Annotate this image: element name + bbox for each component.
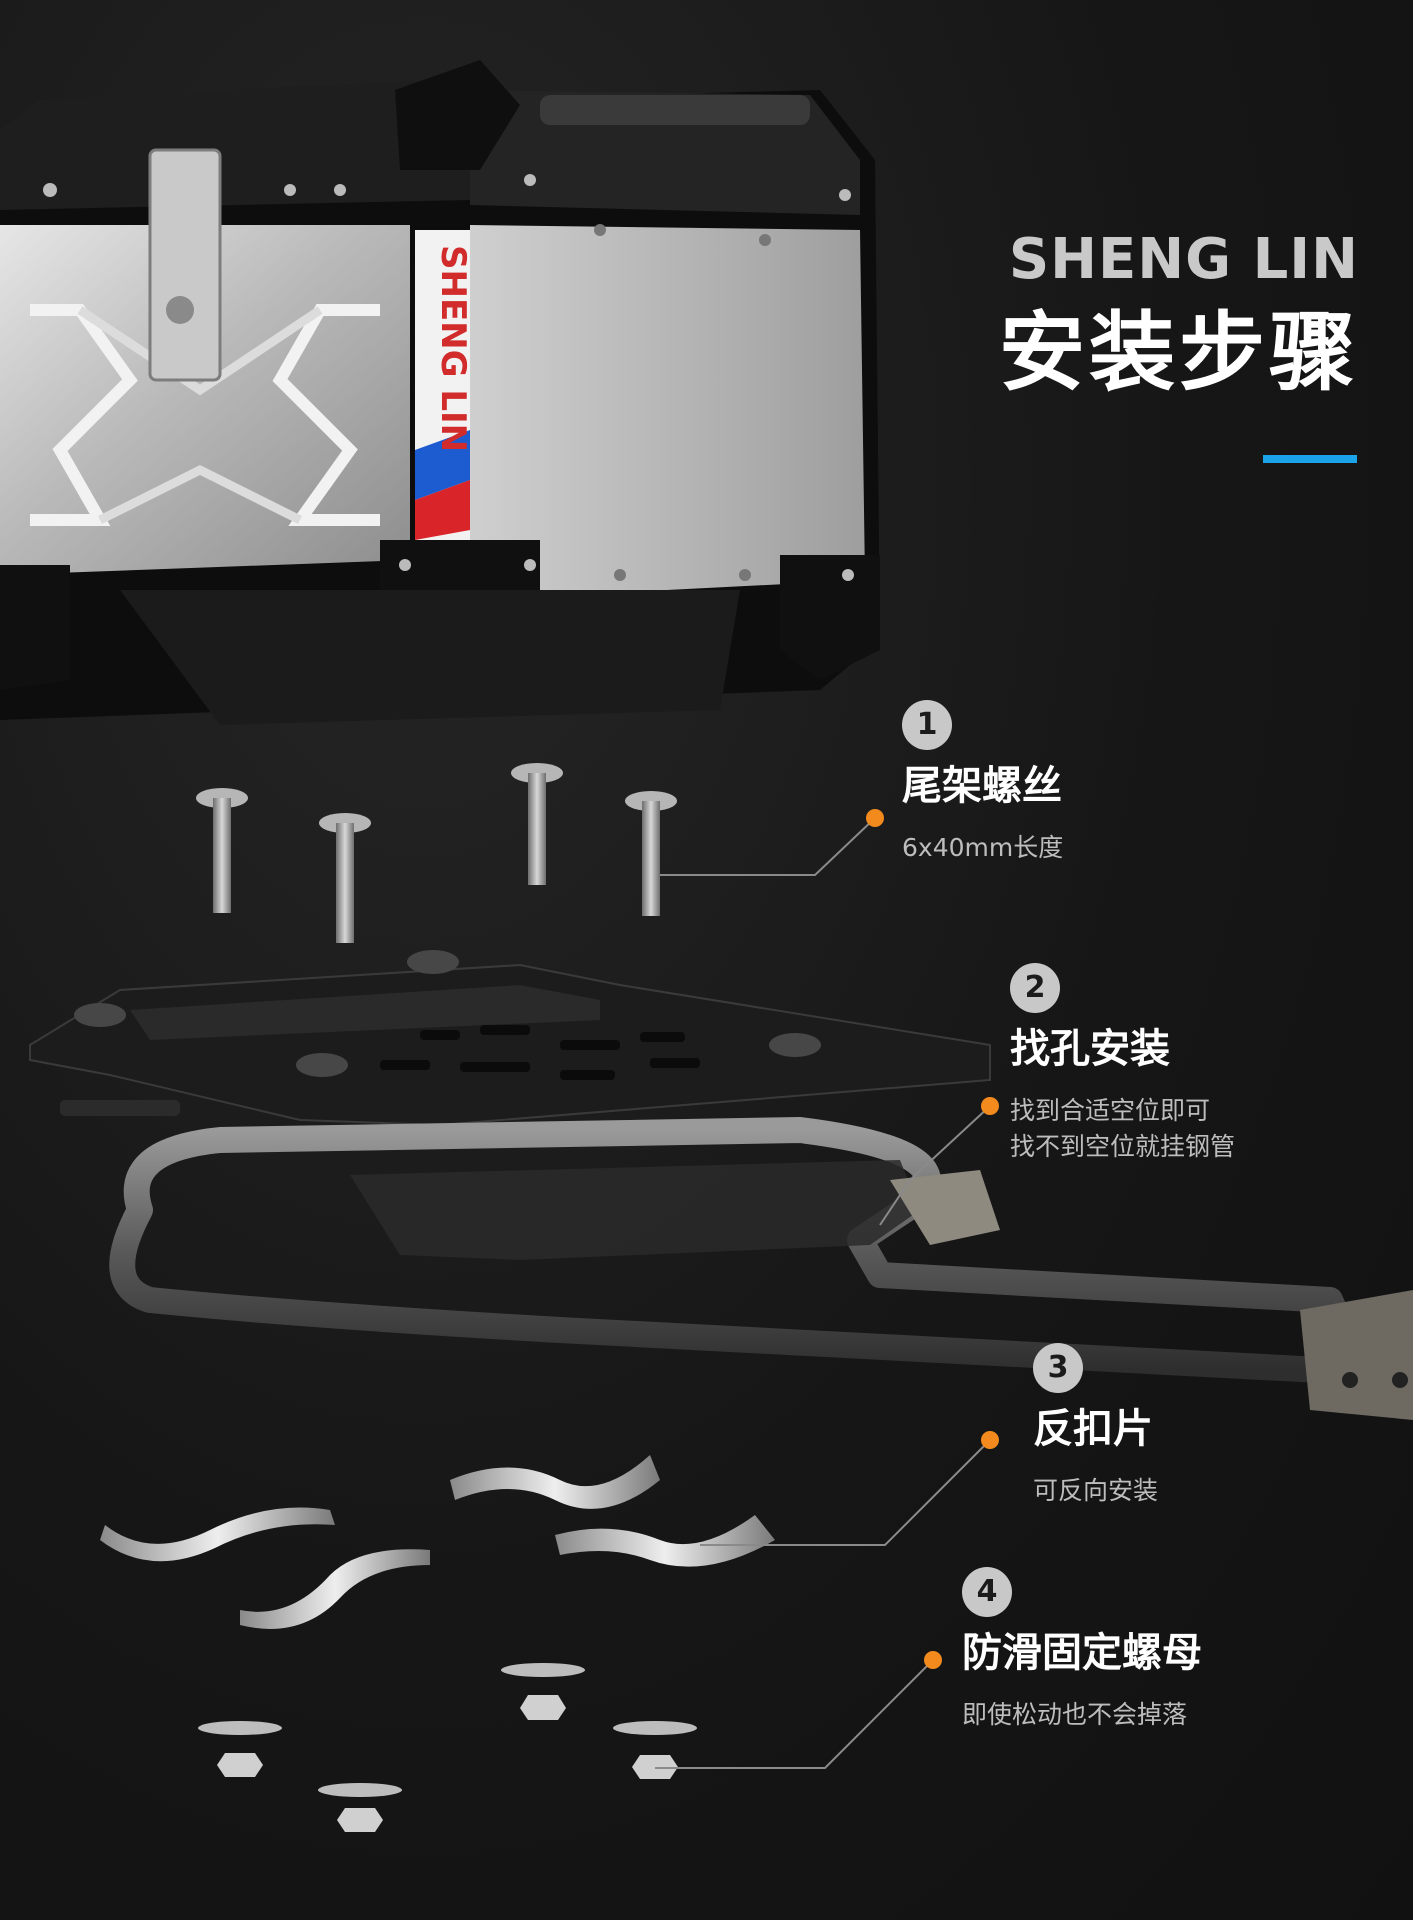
washer-nut xyxy=(318,1783,402,1832)
step-number-badge: 3 xyxy=(1033,1343,1083,1393)
top-case: SHENG LIN xyxy=(0,60,880,725)
nut-group xyxy=(198,1663,697,1832)
step-2: 2 找孔安装 找到合适空位即可 找不到空位就挂钢管 xyxy=(1010,963,1235,1164)
step-number-badge: 2 xyxy=(1010,963,1060,1013)
clip xyxy=(555,1515,775,1567)
step-4: 4 防滑固定螺母 即使松动也不会掉落 xyxy=(962,1567,1202,1733)
step-number-badge: 4 xyxy=(962,1567,1012,1617)
box-label: SHENG LIN xyxy=(433,245,473,452)
step-1: 1 尾架螺丝 6x40mm长度 xyxy=(902,700,1063,866)
clip-group xyxy=(100,1455,775,1629)
step-description-line: 找不到空位就挂钢管 xyxy=(1010,1131,1236,1161)
step-3: 3 反扣片 可反向安装 xyxy=(1033,1343,1158,1509)
step-description-line: 即使松动也不会掉落 xyxy=(962,1700,1188,1729)
leader-line-4 xyxy=(655,1659,934,1769)
bolt-group xyxy=(196,763,677,943)
leader-line-1 xyxy=(660,817,876,876)
step-description-line: 6x40mm长度 xyxy=(902,833,1064,862)
step-description: 找到合适空位即可 找不到空位就挂钢管 xyxy=(1010,1093,1235,1164)
luggage-rack xyxy=(109,1117,1413,1420)
page-title: 安装步骤 xyxy=(999,303,1359,403)
leader-lines xyxy=(655,817,991,1769)
mounting-plate xyxy=(29,950,991,1127)
clip xyxy=(450,1455,660,1509)
step-description: 即使松动也不会掉落 xyxy=(962,1697,1202,1733)
bolt xyxy=(319,813,371,943)
step-description-line: 找到合适空位即可 xyxy=(1010,1096,1211,1125)
step-description-line: 可反向安装 xyxy=(1033,1476,1159,1505)
pointer-dot-3 xyxy=(981,1431,999,1449)
step-title: 找孔安装 xyxy=(1010,1026,1170,1072)
leader-line-3 xyxy=(700,1439,991,1546)
step-number-badge: 1 xyxy=(902,700,952,750)
title-accent-bar xyxy=(1263,455,1357,463)
step-title: 反扣片 xyxy=(1033,1406,1153,1452)
brand-name: SHENG LIN xyxy=(1008,227,1359,292)
bolt xyxy=(511,763,563,885)
step-description: 可反向安装 xyxy=(1033,1473,1158,1509)
clip xyxy=(240,1549,430,1629)
step-title: 防滑固定螺母 xyxy=(962,1630,1202,1676)
leader-line-2 xyxy=(879,1105,991,1226)
washer-nut xyxy=(198,1721,282,1777)
pointer-dot-4 xyxy=(924,1651,942,1669)
washer-nut xyxy=(613,1721,697,1779)
clip xyxy=(100,1507,335,1562)
step-title: 尾架螺丝 xyxy=(902,763,1062,809)
bolt xyxy=(196,788,248,913)
washer-nut xyxy=(501,1663,585,1720)
bolt xyxy=(625,791,677,916)
pointer-dot-2 xyxy=(981,1097,999,1115)
step-description: 6x40mm长度 xyxy=(902,830,1063,866)
pointer-dot-1 xyxy=(866,809,884,827)
brand-header: SHENG LIN 安装步骤 xyxy=(999,227,1359,403)
